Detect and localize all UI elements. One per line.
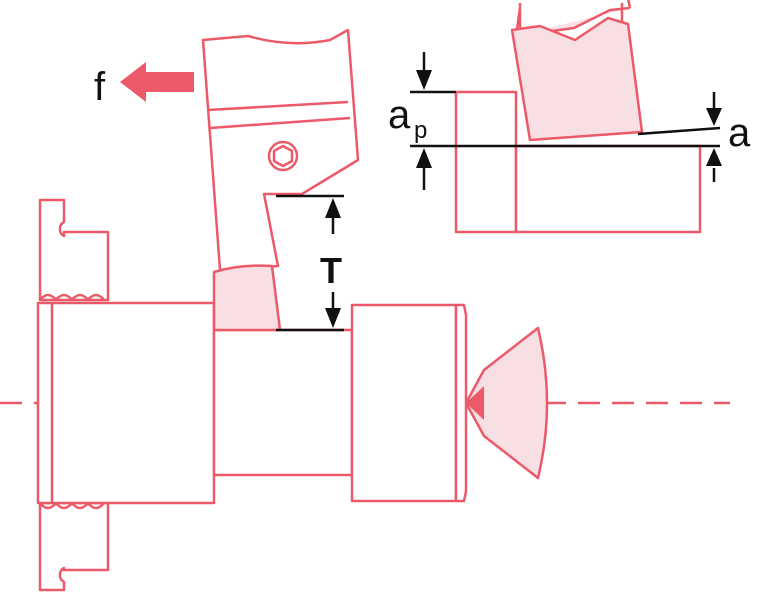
thickness-label: T <box>320 250 342 291</box>
arrowhead-icon <box>325 308 341 328</box>
depth-subscript: p <box>414 117 427 144</box>
cutting-insert <box>212 264 282 332</box>
depth-label: a <box>388 93 411 137</box>
workpiece-large-section <box>36 301 216 505</box>
feed-indicator: f <box>94 62 194 109</box>
arrowhead-icon <box>416 148 432 168</box>
thickness-dimension: T <box>276 194 344 332</box>
tailstock-center <box>464 326 549 480</box>
chuck-jaw-bottom <box>38 501 110 592</box>
feed-label: f <box>94 65 106 109</box>
arrowhead-icon <box>706 148 722 166</box>
arrowhead-icon <box>416 70 432 90</box>
tool-holder <box>201 28 360 272</box>
offset-label: a <box>728 111 751 155</box>
workpiece-turned-section <box>212 328 354 477</box>
arrowhead-icon <box>706 108 722 126</box>
inset-detail <box>454 0 702 234</box>
depth-of-cut-dimension: a p <box>388 52 720 190</box>
offset-dimension: a <box>637 92 751 182</box>
arrowhead-icon <box>325 198 341 218</box>
left-arrow-icon <box>120 62 194 102</box>
workpiece-end-section <box>350 303 468 503</box>
chuck-jaw-top <box>38 198 110 302</box>
